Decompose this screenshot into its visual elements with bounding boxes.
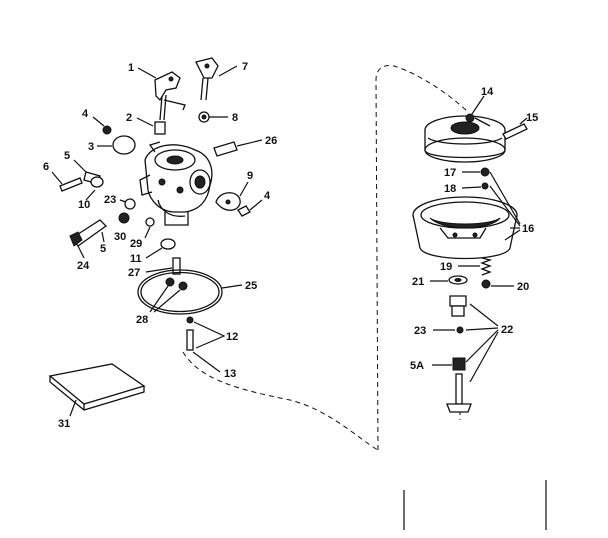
- label-part-23-left: 23: [104, 194, 116, 206]
- part-24-mixture-needle: [69, 219, 108, 259]
- label-part-23-right: 23: [414, 325, 426, 337]
- label-part-6: 6: [43, 161, 49, 173]
- label-part-5-upper: 5: [64, 150, 70, 162]
- label-part-26: 26: [265, 135, 277, 147]
- part-4-screw-top: [92, 116, 112, 135]
- label-part-9: 9: [247, 170, 253, 182]
- float-bowl: [412, 196, 518, 260]
- label-part-25: 25: [245, 280, 257, 292]
- label-part-8: 8: [232, 112, 238, 124]
- part-28-hinge: [149, 277, 188, 313]
- label-part-29: 29: [130, 238, 142, 250]
- part-7-choke-shaft: [195, 57, 238, 101]
- label-part-7: 7: [242, 61, 248, 73]
- part-16-leaders: [489, 171, 521, 241]
- label-part-31: 31: [58, 418, 70, 430]
- label-part-19: 19: [440, 261, 452, 273]
- part-29-11-seats: [144, 217, 176, 259]
- part-1-throttle-shaft: [137, 67, 186, 121]
- label-part-4-right: 4: [264, 190, 271, 202]
- label-part-4-top: 4: [82, 108, 89, 120]
- part-2-bushing: [136, 117, 166, 135]
- part-15-float-pin: [502, 117, 528, 140]
- label-part-2: 2: [126, 112, 132, 124]
- label-part-16: 16: [522, 223, 534, 235]
- label-part-17: 17: [444, 167, 456, 179]
- label-part-5-lower: 5: [100, 243, 106, 255]
- float-assembly: [424, 95, 506, 163]
- part-26-fitting: [213, 139, 263, 157]
- part-19-20-spring-screw: [458, 257, 514, 289]
- part-12-13-pin-clip: [186, 316, 226, 373]
- bowl-bolt: [446, 373, 472, 413]
- label-part-12: 12: [226, 331, 238, 343]
- part-31-kit-card: [48, 363, 146, 417]
- part-3-throttle-plate: [97, 135, 136, 155]
- label-part-3: 3: [88, 141, 94, 153]
- label-part-30: 30: [114, 231, 126, 243]
- label-part-5A: 5A: [410, 360, 424, 372]
- part-23-small-washer: [433, 326, 464, 334]
- part-21-washer: [430, 275, 468, 285]
- carburetor-body: [139, 141, 213, 226]
- part-22-main-jet: [449, 295, 499, 383]
- label-part-22: 22: [501, 324, 513, 336]
- label-part-14: 14: [481, 86, 494, 98]
- part-17-18-bolts: [461, 167, 490, 190]
- label-part-28: 28: [136, 314, 148, 326]
- part-number-labels: 1 2 3 4 5 6 7 8 26 9 4 10 23 5 30 29 11 …: [43, 61, 538, 430]
- label-part-21: 21: [412, 276, 424, 288]
- label-part-1: 1: [128, 62, 134, 74]
- part-23-30-idle-screw: [118, 198, 136, 224]
- part-9-choke-plate: [215, 181, 249, 211]
- part-5-10-6-needle-spring-pin: [51, 159, 104, 201]
- part-8-nut: [198, 111, 228, 123]
- label-part-13: 13: [224, 368, 236, 380]
- label-part-10: 10: [78, 199, 90, 211]
- label-part-20: 20: [517, 281, 529, 293]
- label-part-27: 27: [128, 267, 140, 279]
- label-part-24: 24: [77, 260, 90, 272]
- label-part-11: 11: [130, 253, 142, 265]
- part-25-gasket-ring: [137, 269, 243, 315]
- part-4-screw-right: [237, 199, 263, 217]
- assembly-dashed-line: [182, 65, 547, 530]
- part-5A-jet: [432, 357, 466, 371]
- label-part-15: 15: [526, 112, 538, 124]
- label-part-18: 18: [444, 183, 456, 195]
- part-27-inlet-needle: [145, 257, 181, 275]
